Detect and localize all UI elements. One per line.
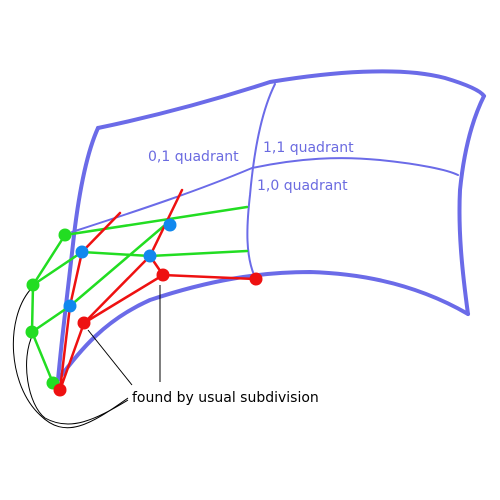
patch-left-edge [56,126,100,382]
patch-middle-horizontal [71,157,459,233]
label-found-by-subdivision: found by usual subdivision [132,390,319,406]
green-line-lower [30,223,167,334]
red-line-b [58,211,122,392]
patch-middle-vertical [246,83,276,276]
red-point [53,383,67,397]
label-quadrant-11: 1,1 quadrant [263,140,354,156]
note-leaders [12,285,161,429]
leader-left-loop-inner [26,333,129,425]
blue-point [63,299,77,313]
patch-top-edge [96,69,486,130]
label-quadrant-01: 0,1 quadrant [148,149,239,165]
blue-point [163,218,177,232]
red-points [53,268,263,397]
blue-points [63,218,177,313]
green-column-outer [30,233,67,385]
leader-red-point [87,329,133,386]
blue-point [143,249,157,263]
green-point [25,325,39,339]
green-point [26,278,40,292]
leader-left-loop-outer [12,289,129,429]
patch-right-edge [457,94,486,316]
green-line-upper [31,249,249,287]
label-quadrant-10: 1,0 quadrant [257,178,348,194]
blue-point [75,245,89,259]
red-point [77,316,91,330]
red-point [156,268,170,282]
green-line-top [63,205,249,237]
green-point [58,228,72,242]
red-point [249,272,263,286]
red-line-c [82,273,258,325]
patch-outline [56,69,486,382]
